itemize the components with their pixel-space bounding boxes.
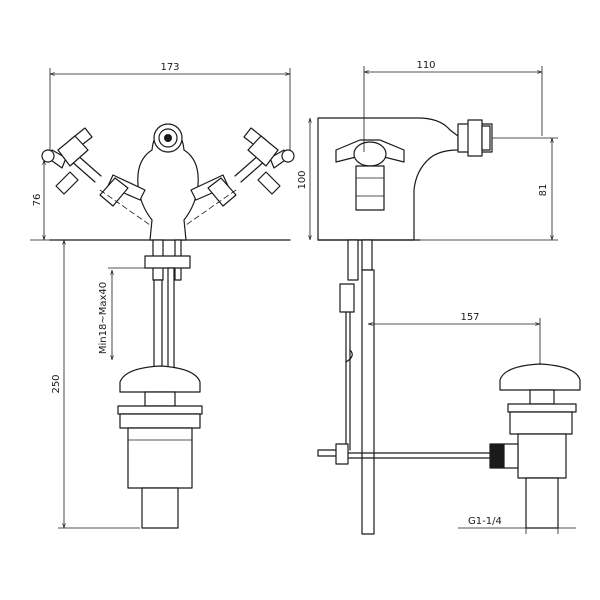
front-right-valve bbox=[190, 127, 295, 207]
dim-81-label: 81 bbox=[538, 184, 549, 197]
side-view: 110 100 81 157 G1-1/4 bbox=[297, 60, 581, 535]
dim-157-label: 157 bbox=[460, 312, 479, 323]
dim-100-label: 100 bbox=[297, 170, 308, 189]
dim-173-label: 173 bbox=[160, 62, 179, 73]
dim-110-label: 110 bbox=[416, 60, 435, 71]
side-mixer-body bbox=[317, 117, 459, 241]
dim-thread-label: G1-1/4 bbox=[468, 516, 502, 527]
front-left-valve bbox=[41, 127, 146, 207]
side-waste-flange bbox=[499, 363, 581, 391]
dim-76-label: 76 bbox=[32, 194, 43, 207]
dim-250-label: 250 bbox=[51, 374, 62, 393]
front-view: 173 76 250 Min18~Max40 bbox=[30, 62, 295, 529]
dim-min-max-label: Min18~Max40 bbox=[98, 282, 109, 354]
front-waste-flange bbox=[119, 365, 201, 393]
